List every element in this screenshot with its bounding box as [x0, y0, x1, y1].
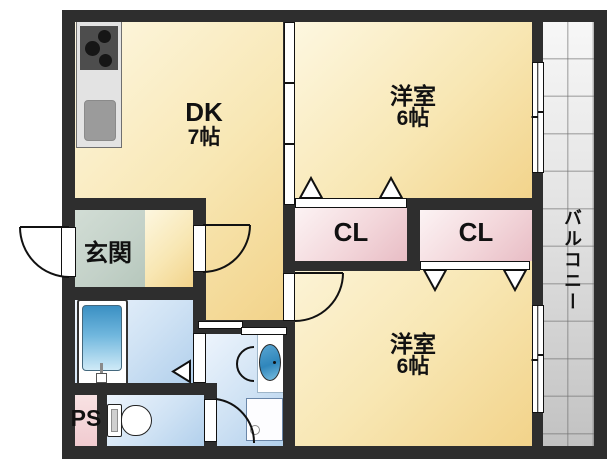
wall-outer-top [62, 10, 607, 22]
washbasin-counter [257, 334, 284, 393]
washbasin-drain [273, 361, 276, 364]
dk-bedroom-door-opening [283, 273, 295, 321]
kitchen-counter [76, 20, 122, 148]
sliding-door-panel-3 [283, 144, 295, 205]
kitchen-sink-icon [84, 100, 116, 141]
stove-icon [80, 26, 118, 70]
entrance-label: 玄関 [84, 240, 132, 267]
entrance-dk-door-opening [193, 225, 206, 272]
room-label-western-bottom: 洋室 6帖 [363, 332, 463, 379]
wall-outer-bottom [62, 446, 607, 459]
entrance-floor-wood [145, 210, 193, 287]
stove-burner [99, 54, 112, 67]
pipe-space-floor [75, 395, 97, 446]
balcony-label: バルコニー [562, 208, 582, 313]
entrance-floor-tile [75, 210, 145, 287]
closet-left-label: CL [333, 217, 369, 247]
closet-left-floor [295, 208, 407, 261]
window-sash-line [536, 306, 539, 412]
closet-right-label: CL [458, 217, 494, 247]
room-western-top-floor [295, 22, 532, 205]
room-label-western-top: 洋室 6帖 [363, 84, 463, 131]
toilet-tank [107, 404, 122, 437]
washroom-sliding-door-a [198, 321, 243, 329]
wall-closet-divider [407, 198, 420, 271]
washbasin-icon [259, 344, 281, 381]
bath-faucet-icon [96, 373, 107, 383]
balcony-window-bottom [531, 305, 544, 413]
stove-burner [98, 30, 111, 43]
wall-entrance-bottom [62, 287, 206, 300]
bathtub-icon [82, 305, 122, 371]
wall-ps-right [97, 395, 107, 446]
bathtub-surround [77, 299, 128, 386]
wall-balcony-outer [594, 10, 607, 459]
room-name: 洋室 [390, 331, 436, 357]
bath-faucet-stem [100, 363, 103, 375]
bathroom-folding-door-panel [193, 333, 206, 383]
stove-burner [85, 41, 100, 56]
room-size: 7帖 [187, 125, 221, 149]
pipe-space-label: PS [70, 405, 102, 431]
toilet-tank-lid [110, 408, 118, 432]
closet-right-door-track [420, 261, 530, 270]
washing-machine-pan-icon [246, 398, 283, 441]
room-size: 6帖 [396, 107, 430, 131]
balcony-window-top [531, 62, 544, 173]
balcony-floor [543, 22, 594, 446]
washroom-sliding-door-b [241, 327, 287, 335]
sliding-door-panel-2 [283, 83, 295, 144]
wall-closet-right-top [407, 198, 532, 210]
wall-closet-left-bottom [295, 261, 407, 271]
room-label-dk: DK 7帖 [154, 97, 254, 149]
room-size: 6帖 [396, 355, 430, 379]
sliding-door-panel-1 [283, 22, 295, 83]
closet-right-floor [420, 210, 532, 261]
room-name: DK [185, 97, 223, 127]
wall-entrance-top [62, 198, 206, 210]
washing-machine-drain [250, 425, 260, 435]
window-sash-line [536, 63, 539, 172]
wall-rooms-balcony [532, 22, 543, 446]
closet-left-door-track [295, 198, 407, 208]
wall-bathroom-bottom [62, 383, 217, 395]
toilet-bowl-icon [121, 405, 152, 436]
toilet-door-opening [204, 399, 217, 442]
room-name: 洋室 [390, 83, 436, 109]
